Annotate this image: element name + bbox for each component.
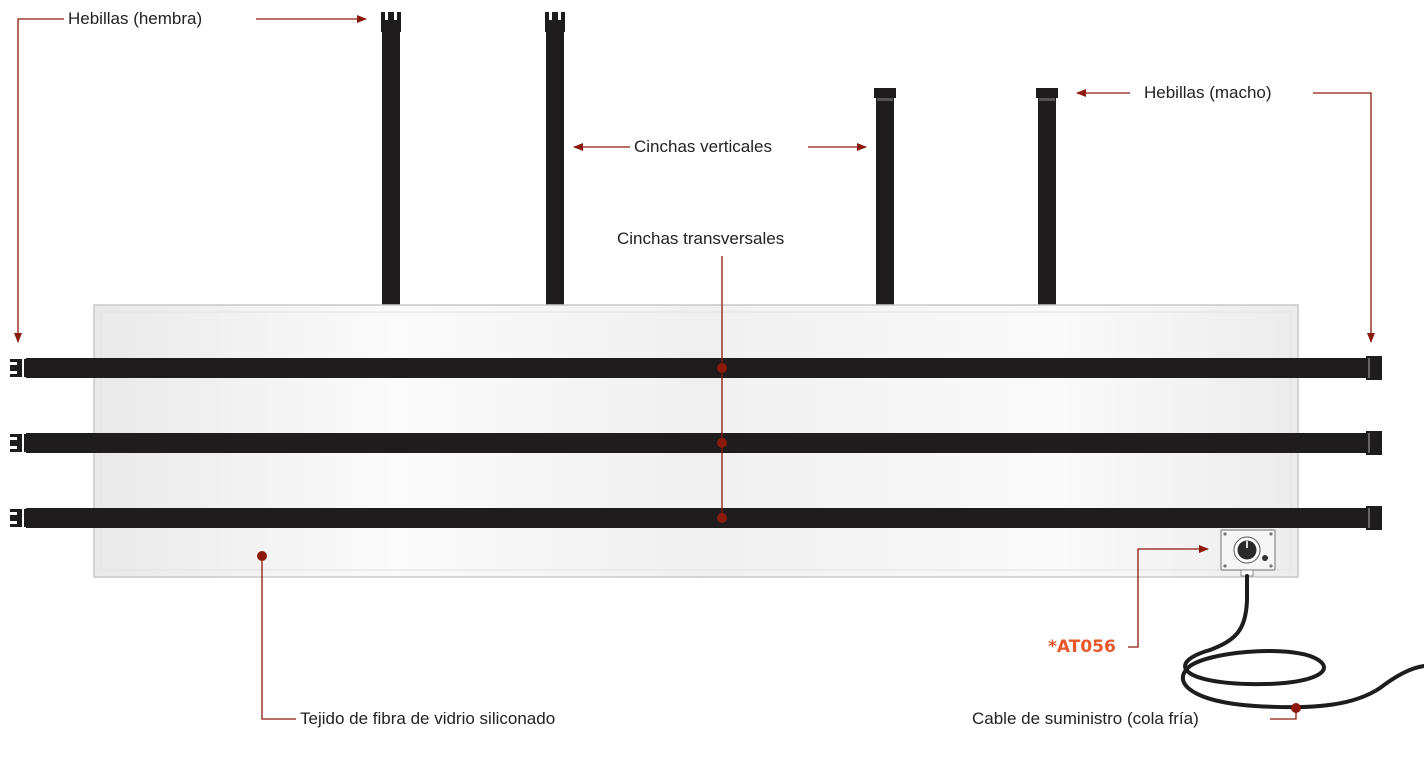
label-transverse-straps: Cinchas transversales	[613, 229, 789, 249]
female-buckle-left-1	[10, 359, 30, 377]
label-buckles-female: Hebillas (hembra)	[64, 9, 207, 29]
dot-strap-3	[717, 513, 727, 523]
female-buckle-left-2	[10, 434, 30, 452]
label-buckles-male: Hebillas (macho)	[1140, 83, 1276, 103]
transverse-strap-2	[10, 431, 1382, 455]
thermostat-dial-icon	[1220, 529, 1276, 577]
dot-fabric	[257, 551, 267, 561]
vertical-strap-male-1	[874, 88, 896, 308]
male-buckle-top-2	[1036, 88, 1058, 98]
female-buckle-top-2	[545, 12, 565, 32]
label-vertical-straps: Cinchas verticales	[630, 137, 776, 157]
dot-strap-2	[717, 438, 727, 448]
label-thermostat-code: *AT056	[1048, 637, 1116, 657]
transverse-strap-3	[10, 506, 1382, 530]
vertical-strap-female-1	[381, 12, 401, 308]
coiled-cable-icon	[1180, 574, 1424, 710]
label-supply-cable: Cable de suministro (cola fría)	[968, 709, 1203, 729]
vertical-strap-male-2	[1036, 88, 1058, 308]
leader-lines	[14, 15, 1375, 720]
vertical-strap-female-2	[545, 12, 565, 308]
vertical-straps	[381, 12, 1058, 308]
male-buckle-top-1	[874, 88, 896, 98]
female-buckle-top-1	[381, 12, 401, 32]
transverse-straps	[10, 356, 1382, 530]
dot-cable	[1291, 703, 1301, 713]
dot-strap-1	[717, 363, 727, 373]
label-fabric: Tejido de fibra de vidrio siliconado	[296, 709, 560, 729]
leader-dots	[257, 363, 1301, 713]
female-buckle-left-3	[10, 509, 30, 527]
transverse-strap-1	[10, 356, 1382, 380]
